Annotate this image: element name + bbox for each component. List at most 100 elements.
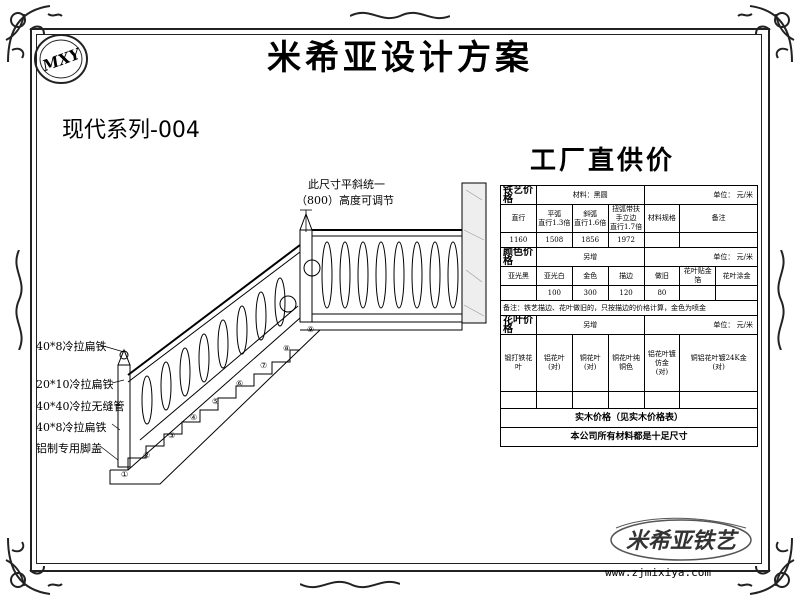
outer-frame [30,28,770,572]
table-header: 材料规格 [643,204,681,233]
color-unit: 单位： 元/米 [643,247,758,267]
iron-value-row: 1160 1508 1856 1972 [500,232,758,248]
stair-steps [110,349,300,471]
corner-ornament-bl [5,537,63,595]
website-url: www.zjmixiya.com [605,566,711,579]
stair-handrail [127,244,301,376]
inner-frame [36,34,762,564]
table-header: 花叶涂金 [715,266,758,286]
leaf-header-row: 锻打铁花叶 铝花叶 (对) 铜花叶 (对) 铜花叶纯铜色 铝花叶镀 仿金 (对)… [500,334,758,392]
material-label: 40*40冷拉无缝管 [36,400,125,413]
table-cell [607,391,645,409]
table-header: 金色 [571,266,609,286]
table-cell: 1160 [500,232,537,248]
factory-price-heading: 工厂直供价 [530,146,676,176]
step-number: ① [121,470,129,479]
step-number: ⑧ [283,344,291,353]
material-label: 20*10冷拉扁铁 [36,378,114,391]
iron-material: 材料：黑圆 [535,185,645,205]
iron-header-row: 直行 平弧 直行1.3倍 斜弧 直行1.6倍 扭弧带扶手立边 直行1.7倍 材料… [500,204,758,233]
table-header: 铜花叶 (对) [571,334,609,392]
step-number: ③ [168,431,176,440]
leaf-value-row [500,391,758,409]
height-note-line1: 此尺寸平斜统一 [308,178,385,191]
footer-row: 本公司所有材料都是十足尺寸 [500,427,758,447]
table-cell: 1972 [607,232,645,248]
color-value-row: 100 300 120 80 [500,285,758,301]
wood-price-row: 实木价格（见实木价格表） [500,408,758,428]
mixiya-brand-logo: 米希亚铁艺 [610,517,752,561]
leaf-unit: 单位： 元/米 [643,315,758,335]
table-cell [535,391,573,409]
table-cell [715,285,758,301]
table-cell [679,232,758,248]
table-cell: 1856 [571,232,609,248]
step-number: ④ [190,413,198,422]
table-header: 做旧 [643,266,681,286]
corner-ornament-tl [5,5,63,63]
table-cell [643,391,681,409]
bottom-newel-post [117,364,131,468]
table-header: 备注 [679,204,758,233]
material-label: 40*8冷拉扁铁 [36,421,107,434]
table-header: 铜花叶纯铜色 [607,334,645,392]
step-number: ⑥ [236,379,244,388]
side-ornament-right [777,250,785,350]
page-title: 米希亚设计方案 [267,38,533,78]
iron-unit: 单位： 元/米 [643,185,758,205]
corner-ornament-tr [737,5,795,63]
svg-text:米希亚铁艺: 米希亚铁艺 [626,528,740,554]
table-header: 斜弧 直行1.6倍 [571,204,609,233]
price-table: 铁艺价格 材料：黑圆 单位： 元/米 直行 平弧 直行1.3倍 斜弧 直行1.6… [500,185,758,447]
table-cell [500,285,537,301]
table-header: 铜铝花叶镀24K金 (对) [679,334,758,392]
side-ornament-top [350,11,450,20]
landing [300,321,463,331]
color-extra: 另增 [535,247,645,267]
wall [461,182,487,324]
leaf-section-title: 花叶价格 [500,315,537,335]
wood-price-note: 实木价格（见实木价格表） [500,408,758,428]
color-title-row: 颜色价格 另增 单位： 元/米 [500,247,758,267]
color-note: 备注：铁艺描边、花叶做旧的，只按描边的价格计算，金色为喷金 [500,300,758,316]
color-note-row: 备注：铁艺描边、花叶做旧的，只按描边的价格计算，金色为喷金 [500,300,758,316]
table-cell: 100 [535,285,573,301]
series-code: 现代系列-004 [62,118,200,143]
table-header: 平弧 直行1.3倍 [535,204,573,233]
mxy-logo: MXY [34,34,88,84]
table-cell: 300 [571,285,609,301]
table-cell: 80 [643,285,681,301]
table-header: 扭弧带扶手立边 直行1.7倍 [607,204,645,233]
step-number: ⑨ [307,325,315,334]
table-header: 铝花叶 (对) [535,334,573,392]
stair-base [109,329,321,485]
corner-ornament-br [737,537,795,595]
table-header: 描边 [607,266,645,286]
side-ornament-bottom [300,580,400,589]
iron-title-row: 铁艺价格 材料：黑圆 单位： 元/米 [500,185,758,205]
table-cell [643,232,681,248]
table-header: 铝花叶镀 仿金 (对) [643,334,681,392]
table-header: 亚光黑 [500,266,537,286]
size-guarantee-note: 本公司所有材料都是十足尺寸 [500,427,758,447]
table-header: 亚光白 [535,266,573,286]
leaf-title-row: 花叶价格 另增 单位： 元/米 [500,315,758,335]
table-cell [679,285,717,301]
table-header: 花叶贴金箔 [679,266,717,286]
color-section-title: 颜色价格 [500,247,537,267]
leaf-extra: 另增 [535,315,645,335]
table-cell [571,391,609,409]
table-header: 直行 [500,204,537,233]
step-number: ⑤ [212,397,220,406]
step-number: ⑦ [260,361,268,370]
landing-pickets [321,241,459,309]
table-cell [679,391,758,409]
table-header: 锻打铁花叶 [500,334,537,392]
step-number: ② [143,451,151,460]
material-label: 40*8冷拉扁铁 [36,340,107,353]
table-cell: 1508 [535,232,573,248]
color-header-row: 亚光黑 亚光白 金色 描边 做旧 花叶贴金箔 花叶涂金 [500,266,758,286]
material-label: 铝制专用脚盖 [36,442,102,455]
